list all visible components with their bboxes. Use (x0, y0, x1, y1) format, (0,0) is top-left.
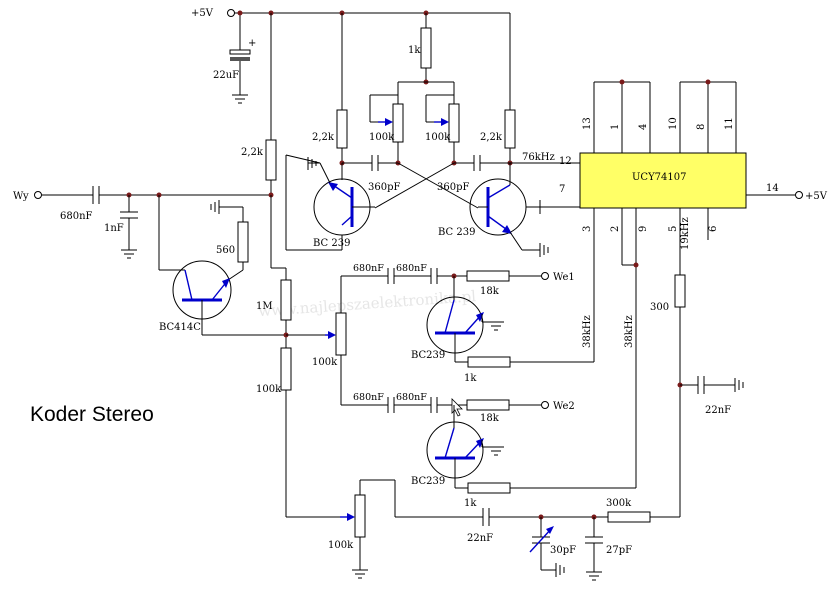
ic-pin-1-label: 1 (610, 124, 621, 130)
res-1k-2-label: 1k (464, 498, 477, 509)
bc414c-label: BC414C (159, 322, 201, 333)
bottom-network: 100k 22nF 30pF 27pF 300k (328, 479, 680, 581)
sig-76k-label: 76kHz (522, 152, 555, 163)
cap-680nF-2b-label: 680nF (396, 392, 427, 403)
res-2k2-a-label: 2,2k (312, 132, 335, 143)
ic-pin-12-label: 12 (559, 156, 572, 167)
vcc-right-label: +5V (805, 191, 828, 202)
vcc-top-label: +5V (191, 8, 214, 19)
ic-pin-4-label: 4 (638, 124, 649, 130)
input-label: Wy (13, 191, 29, 202)
pot-100k-a-label: 100k (369, 132, 395, 143)
bc239-c-label: BC239 (411, 350, 445, 361)
collector-resistors: 2,2k 2,2k 360pF 360pF 76kHz (312, 13, 580, 209)
transistor-bc239-b: BC 239 (438, 163, 580, 257)
cap-30pF-label: 30pF (550, 545, 576, 556)
ic-pin-6-label: 6 (708, 226, 719, 232)
res-18k-2-label: 18k (480, 413, 500, 424)
bc239-d-label: BC239 (411, 476, 445, 487)
ic-name-label: UCY74107 (632, 172, 687, 183)
cap-680nF-1a-label: 680nF (353, 263, 384, 274)
pot-100k-mid-label: 100k (312, 357, 338, 368)
page-title: Koder Stereo (30, 403, 154, 426)
ic-pin-8-label: 8 (696, 124, 707, 130)
pot-100k-mid: 100k (312, 276, 347, 405)
pot-100k-bottom-label: 100k (328, 540, 354, 551)
res-300k-label: 300k (606, 498, 632, 509)
supply-rail: +5V + 22uF (191, 8, 510, 104)
bc239-b-label: BC 239 (438, 227, 475, 238)
channel-2: 680nF 680nF We2 18k 1k BC239 (341, 392, 636, 509)
cap-680nF-2a-label: 680nF (353, 392, 384, 403)
trim-network: 1k 100k 100k (369, 13, 460, 163)
ic-pin-5-label: 5 (668, 226, 679, 232)
res-2k2-c-label: 2,2k (241, 147, 264, 158)
cap-22uF-label: 22uF (213, 70, 239, 81)
res-18k-1-label: 18k (480, 286, 500, 297)
cap-360pF-b-label: 360pF (437, 182, 469, 193)
res-560-label: 560 (216, 245, 235, 256)
res-1k-1-label: 1k (464, 373, 477, 384)
ic-pin-11-label: 11 (724, 117, 735, 130)
out2-label: We2 (553, 401, 575, 412)
pot-100k-b-label: 100k (425, 132, 451, 143)
bc239-a-label: BC 239 (313, 238, 350, 249)
out1-label: We1 (553, 272, 575, 283)
ic-pin-13-label: 13 (582, 117, 593, 130)
ic-pin-9-label: 9 (638, 226, 649, 232)
res-2k2-b-label: 2,2k (480, 132, 503, 143)
cap-680nF-1b-label: 680nF (396, 263, 427, 274)
res-1M-label: 1M (256, 301, 273, 312)
sig-38k-a-label: 38kHz (582, 315, 593, 348)
sig-19k-label: 19kHz (680, 217, 691, 250)
cap-22nF-a-label: 22nF (467, 533, 493, 544)
ic-pin-7-label: 7 (559, 184, 565, 195)
res-100k-low-label: 100k (256, 384, 282, 395)
transistor-bc239-a: BC 239 (285, 154, 375, 251)
cap-1nF-label: 1nF (104, 223, 124, 234)
input-section: Wy 680nF 1nF 2,2k 560 (13, 13, 350, 518)
res-1k-top-label: 1k (408, 45, 421, 56)
mouse-cursor-icon (451, 398, 463, 417)
res-300-label: 300 (650, 302, 669, 313)
cap-22nF-b-label: 22nF (705, 405, 731, 416)
cap-360pF-a-label: 360pF (368, 182, 400, 193)
cap-27pF-label: 27pF (606, 545, 632, 556)
cap-plus-label: + (248, 38, 256, 49)
ic-pin-3-label: 3 (582, 226, 593, 232)
channel-1: 680nF 680nF We1 18k 1k BC239 (341, 263, 594, 384)
cap-680nF-in-label: 680nF (60, 211, 93, 222)
pilot-path: 300 22nF (650, 274, 744, 517)
ic-pin-10-label: 10 (668, 117, 679, 130)
ic-ucy74107: UCY74107 13 1 4 10 8 11 12 7 14 +5V (559, 79, 828, 488)
ic-pin-14-label: 14 (766, 183, 779, 194)
sig-38k-b-label: 38kHz (624, 315, 635, 348)
ic-pin-2-label: 2 (610, 226, 621, 232)
